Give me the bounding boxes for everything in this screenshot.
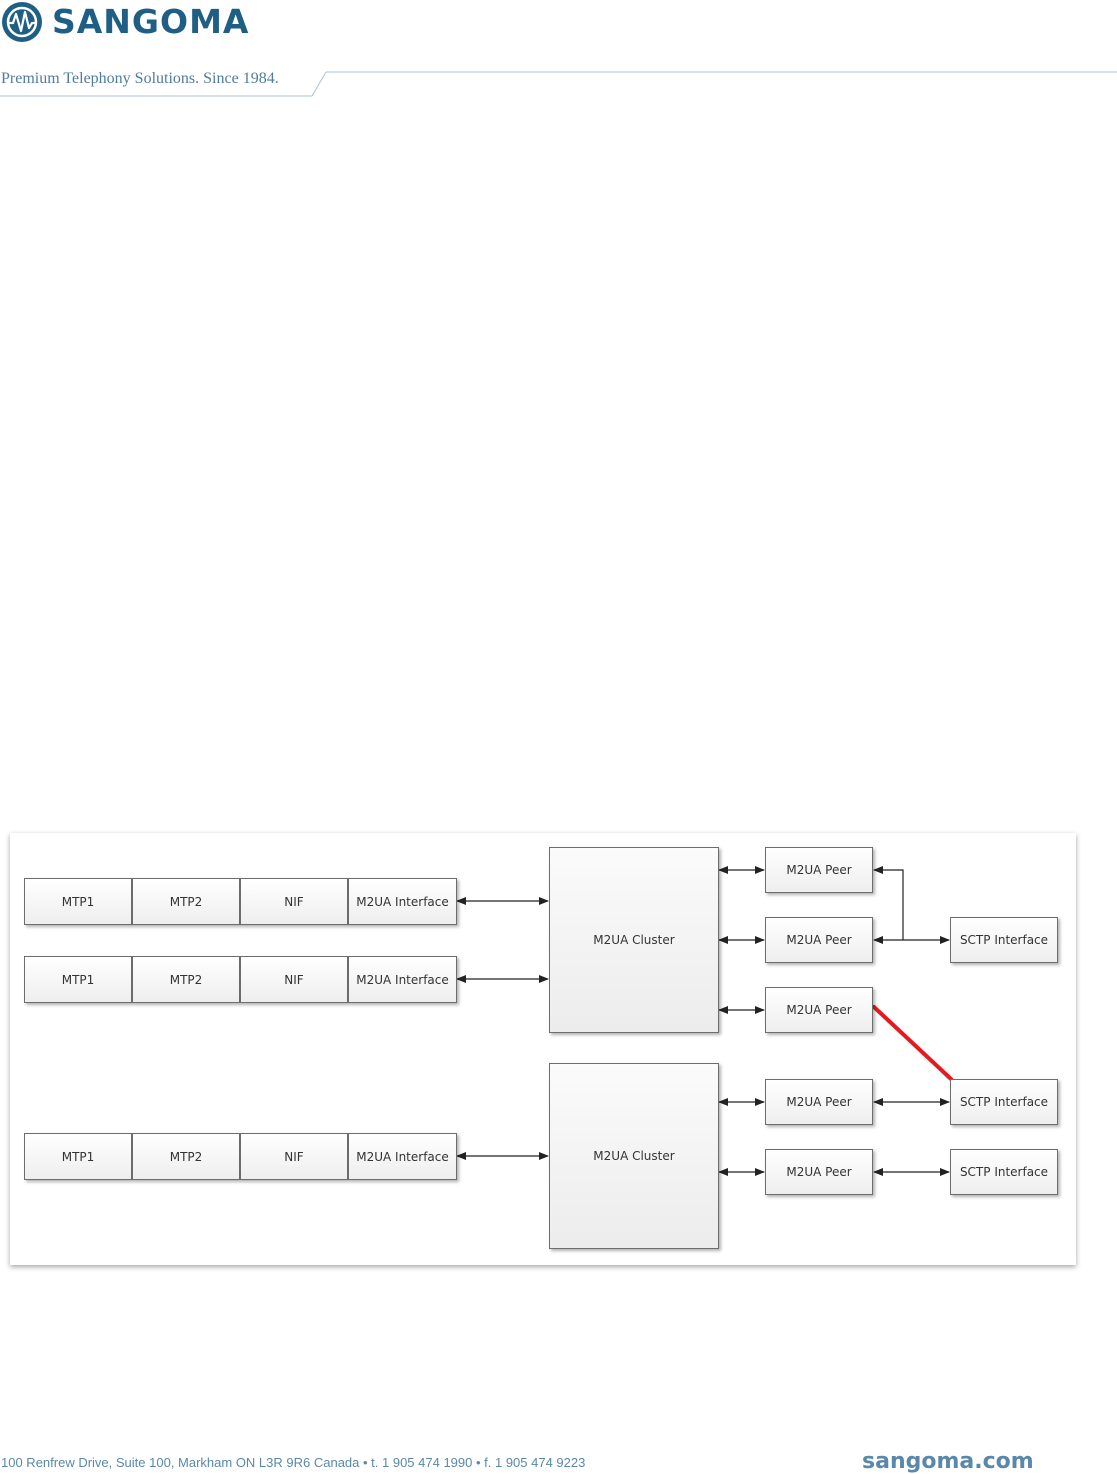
m2ua-peer-box: M2UA Peer bbox=[765, 917, 873, 963]
footer-website-link[interactable]: sangoma.com bbox=[862, 1449, 1034, 1474]
mtp2-box: MTP2 bbox=[132, 1133, 240, 1180]
mtp1-box: MTP1 bbox=[24, 878, 132, 925]
m2ua-peer-box: M2UA Peer bbox=[765, 1079, 873, 1125]
m2ua-interface-box: M2UA Interface bbox=[348, 878, 457, 925]
peer1-sctp1-connector bbox=[873, 866, 904, 940]
mtp1-box: MTP1 bbox=[24, 956, 132, 1003]
m2ua-peer-box: M2UA Peer bbox=[765, 847, 873, 893]
mtp2-box: MTP2 bbox=[132, 878, 240, 925]
sangoma-logo bbox=[2, 2, 42, 42]
nif-box: NIF bbox=[240, 878, 348, 925]
m2ua-cluster-box: M2UA Cluster bbox=[549, 1063, 719, 1249]
footer-address: 100 Renfrew Drive, Suite 100, Markham ON… bbox=[1, 1455, 586, 1470]
sctp-interface-box: SCTP Interface bbox=[950, 917, 1058, 963]
mtp2-box: MTP2 bbox=[132, 956, 240, 1003]
nif-box: NIF bbox=[240, 1133, 348, 1180]
brand-name: SANGOMA bbox=[52, 2, 250, 41]
diagram-connectors bbox=[456, 866, 953, 1176]
highlight-peer3-sctp2-connector bbox=[872, 1005, 953, 1081]
m2ua-interface-box: M2UA Interface bbox=[348, 1133, 457, 1180]
m2ua-interface-box: M2UA Interface bbox=[348, 956, 457, 1003]
m2ua-architecture-diagram: MTP1 MTP2 NIF M2UA Interface MTP1 MTP2 N… bbox=[10, 833, 1076, 1265]
header-divider bbox=[0, 71, 1117, 97]
m2ua-cluster-box: M2UA Cluster bbox=[549, 847, 719, 1033]
logo-wave-icon bbox=[8, 10, 36, 33]
tagline: Premium Telephony Solutions. Since 1984. bbox=[1, 70, 279, 87]
m2ua-peer-box: M2UA Peer bbox=[765, 987, 873, 1033]
sctp-interface-box: SCTP Interface bbox=[950, 1079, 1058, 1125]
sctp-interface-box: SCTP Interface bbox=[950, 1149, 1058, 1195]
nif-box: NIF bbox=[240, 956, 348, 1003]
mtp1-box: MTP1 bbox=[24, 1133, 132, 1180]
m2ua-peer-box: M2UA Peer bbox=[765, 1149, 873, 1195]
